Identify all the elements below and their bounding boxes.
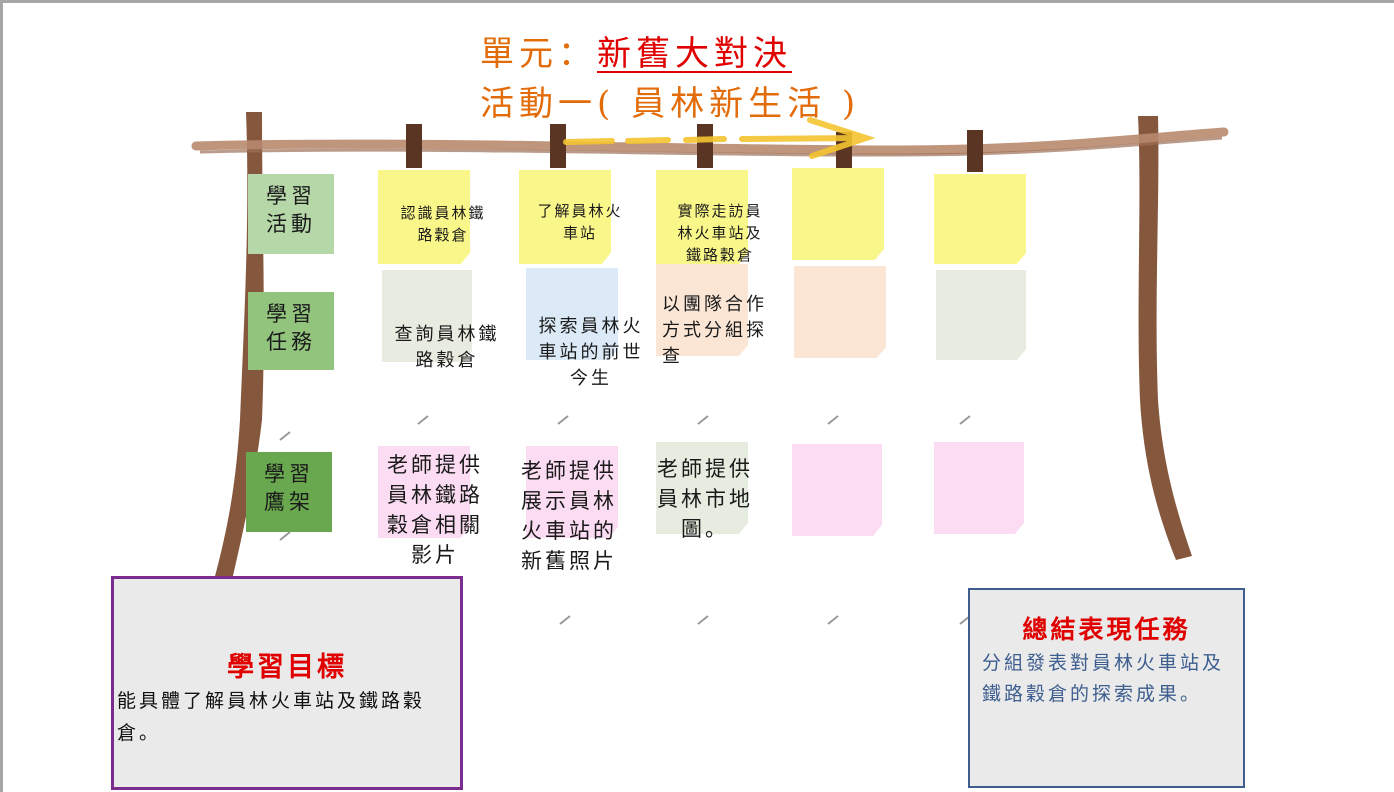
learning-goal-box: 學習目標 能具體了解員林火車站及鐵路穀倉。 — [111, 576, 463, 790]
clothespin — [697, 124, 713, 168]
sticky-note — [792, 168, 884, 260]
clothespin — [967, 130, 983, 172]
scaffold-text: 老師提供 員林鐵路 穀倉相關 影片 — [387, 453, 483, 567]
activity-title: 活動一( 員林新生活 ) — [480, 84, 861, 124]
sticky-note — [656, 264, 748, 356]
activity-text: 了解員林火 車站 — [537, 202, 623, 242]
sticky-note — [519, 170, 611, 264]
sticky-note — [378, 446, 470, 538]
progress-arrow — [563, 117, 876, 159]
sticky-note — [936, 270, 1026, 360]
clothespin — [406, 124, 422, 168]
learning-goal-title: 學習目標 — [227, 652, 347, 683]
sticky-note — [792, 444, 882, 536]
sticky-note — [934, 442, 1024, 534]
sticky-note — [382, 270, 472, 362]
sticky-note — [656, 442, 748, 534]
sticky-note — [526, 268, 618, 360]
row-label-scaffold: 學習 鷹架 — [246, 452, 332, 532]
summary-task-text: 分組發表對員林火車站及鐵路穀倉的探索成果。 — [982, 652, 1225, 705]
learning-goal-text: 能具體了解員林火車站及鐵路穀倉。 — [117, 690, 426, 744]
summary-task-box: 總結表現任務 分組發表對員林火車站及鐵路穀倉的探索成果。 — [968, 588, 1245, 788]
row-label-task: 學習 任務 — [248, 292, 334, 370]
activity-text: 實際走訪員 林火車站及 鐵路穀倉 — [677, 202, 763, 264]
task-text: 以團隊合作 方式分組探 查 — [662, 294, 767, 367]
sticky-note — [656, 170, 748, 264]
task-text: 查詢員林鐵 路穀倉 — [394, 324, 500, 371]
sticky-note — [794, 266, 886, 358]
right-post — [1138, 116, 1192, 560]
sticky-note — [378, 170, 470, 264]
row-label-activity: 學習 活動 — [248, 174, 334, 254]
summary-task-title: 總結表現任務 — [1022, 615, 1191, 644]
scaffold-text: 老師提供 員林市地 圖。 — [657, 457, 753, 541]
unit-title: 單元：新舊大對決 — [480, 34, 792, 74]
unit-name: 新舊大對決 — [597, 34, 792, 74]
sticky-note — [526, 446, 618, 538]
activity-text: 認識員林鐵 路穀倉 — [400, 204, 486, 244]
sticky-note — [934, 174, 1026, 264]
task-text: 探索員林火 車站的前世 今生 — [538, 316, 644, 389]
scaffold-text: 老師提供 展示員林 火車站的 新舊照片 — [521, 459, 617, 573]
clothespin — [550, 124, 566, 168]
